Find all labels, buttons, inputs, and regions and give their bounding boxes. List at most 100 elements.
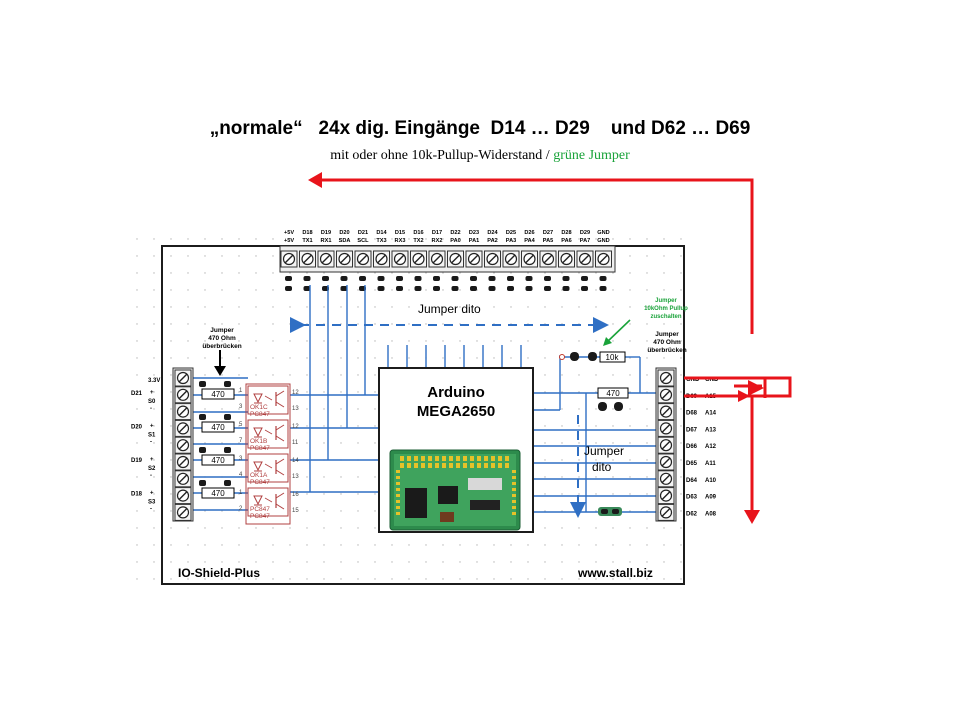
header-screw-terminal bbox=[317, 250, 335, 268]
left-jumper-pin bbox=[199, 447, 206, 453]
opto-pin-number: 5 bbox=[239, 422, 243, 428]
opto-pin-number: 3 bbox=[239, 456, 243, 462]
right-screw-terminal bbox=[657, 503, 675, 521]
left-terminal-3v3-label: 3.3V bbox=[148, 378, 160, 384]
pcb-side-pin bbox=[396, 512, 400, 515]
pcb-pin bbox=[449, 456, 453, 461]
pcb-pin bbox=[442, 456, 446, 461]
header-pin-top-label: D20 bbox=[339, 230, 349, 236]
left-jumper-pin bbox=[199, 414, 206, 420]
header-pin-dot bbox=[414, 276, 422, 281]
pcb-pin bbox=[498, 456, 502, 461]
optocoupler-type-label: PC847 bbox=[250, 445, 270, 452]
pcb-chip-2 bbox=[438, 486, 458, 504]
left-terminal-labels: D21+S0-D20+S1-D19+S2-D18+S3- bbox=[131, 390, 156, 513]
left-pin-label: D21 bbox=[131, 391, 143, 397]
header-screw-terminal bbox=[280, 250, 298, 268]
opto-led-symbol bbox=[253, 427, 263, 438]
left-s-label: S2 bbox=[148, 466, 156, 472]
header-pin-bottom-label: TX1 bbox=[302, 238, 312, 244]
pcb-side-pin bbox=[512, 470, 516, 473]
left-screw-terminal bbox=[174, 503, 192, 521]
jumper-left-arrow-head bbox=[214, 366, 226, 376]
header-pin-bottom-label: PA3 bbox=[506, 238, 516, 244]
header-screw-terminal bbox=[428, 250, 446, 268]
pcb-capacitor bbox=[440, 512, 454, 522]
red-diode-symbol bbox=[748, 380, 764, 396]
header-pin-dot bbox=[507, 276, 514, 281]
pcb-chip-1 bbox=[405, 488, 427, 518]
header-pin-dot bbox=[340, 286, 348, 291]
left-resistor-label: 470 bbox=[211, 390, 225, 399]
left-minus-label: - bbox=[150, 440, 152, 446]
opto-led-symbol bbox=[253, 393, 263, 404]
pcb-side-pin bbox=[396, 482, 400, 485]
left-jumper-pin bbox=[224, 414, 231, 420]
left-screw-terminal bbox=[174, 386, 192, 404]
left-screw-terminal bbox=[174, 403, 192, 421]
header-pin-dot bbox=[562, 276, 570, 281]
pcb-side-pin bbox=[512, 500, 516, 503]
optocoupler bbox=[247, 385, 289, 415]
header-pin-dot bbox=[451, 276, 459, 281]
header-pin-dot bbox=[488, 276, 496, 281]
left-terminal-block bbox=[172, 367, 194, 522]
pcb-pin bbox=[491, 463, 495, 468]
pcb-chip-3 bbox=[470, 500, 500, 510]
opto-pin-number: 1 bbox=[239, 388, 243, 394]
left-jumper-pin bbox=[224, 447, 231, 453]
right-pin-a-label: A11 bbox=[705, 461, 716, 467]
left-screw-terminal bbox=[174, 453, 192, 471]
pcb-side-pin bbox=[512, 476, 516, 479]
jumper-right-note-line: Jumper bbox=[655, 331, 679, 338]
header-pin-top-label: D19 bbox=[321, 230, 331, 236]
pcb-pin bbox=[400, 463, 404, 468]
header-screw-terminal bbox=[502, 250, 520, 268]
pcb-pin bbox=[449, 463, 453, 468]
pcb-pin bbox=[407, 456, 411, 461]
pcb-pin bbox=[470, 463, 474, 468]
top-pin-header: +5V+5VD18TX1D19RX1D20SDAD21SCLD14TX3D15R… bbox=[279, 230, 616, 291]
pcb-pin bbox=[428, 463, 432, 468]
header-pin-dot bbox=[470, 286, 477, 291]
left-jumper-pin bbox=[224, 381, 231, 387]
right-pin-d-label: D67 bbox=[686, 427, 698, 433]
header-pin-bottom-label: PA5 bbox=[543, 238, 553, 244]
pcb-pin bbox=[428, 456, 432, 461]
header-pin-dot bbox=[433, 286, 440, 291]
header-pin-bottom-label: SCL bbox=[357, 238, 369, 244]
header-pin-dot bbox=[285, 276, 292, 281]
jumper-pullup-note-line: 10kOhm Pullup bbox=[644, 306, 688, 312]
right-pin-d-label: D65 bbox=[686, 461, 698, 467]
left-s-label: S0 bbox=[148, 399, 156, 405]
header-pin-dot bbox=[544, 276, 551, 281]
website-label: www.stall.biz bbox=[577, 566, 653, 580]
resistor-470-right-label: 470 bbox=[606, 389, 620, 398]
header-pin-bottom-label: TX2 bbox=[413, 238, 423, 244]
pcb-side-pin bbox=[396, 500, 400, 503]
pcb-pin bbox=[470, 456, 474, 461]
board-traces bbox=[192, 285, 660, 513]
header-screw-terminal bbox=[410, 250, 427, 268]
header-pin-bottom-label: PA0 bbox=[450, 238, 460, 244]
left-screw-terminal bbox=[174, 419, 192, 437]
right-pin-d-label: D68 bbox=[686, 411, 698, 417]
left-s-label: S1 bbox=[148, 433, 156, 439]
jumper-dito-right-label-2: dito bbox=[592, 460, 612, 474]
pcb-pin bbox=[435, 456, 439, 461]
pcb-pin bbox=[456, 463, 460, 468]
header-pin-dot bbox=[285, 286, 292, 291]
pcb-side-pin bbox=[396, 506, 400, 509]
header-pin-top-label: D24 bbox=[487, 230, 498, 236]
header-pin-dot bbox=[359, 286, 366, 291]
subtitle-green-jumper: grüne Jumper bbox=[553, 148, 630, 163]
header-pin-top-label: D28 bbox=[561, 230, 571, 236]
right-pin-a-label: GND bbox=[705, 377, 719, 383]
pcb-side-pin bbox=[512, 512, 516, 515]
header-pin-dot bbox=[340, 276, 348, 281]
left-pin-label: D18 bbox=[131, 492, 143, 498]
header-screw-terminal bbox=[576, 250, 594, 268]
header-pin-dot bbox=[433, 276, 440, 281]
